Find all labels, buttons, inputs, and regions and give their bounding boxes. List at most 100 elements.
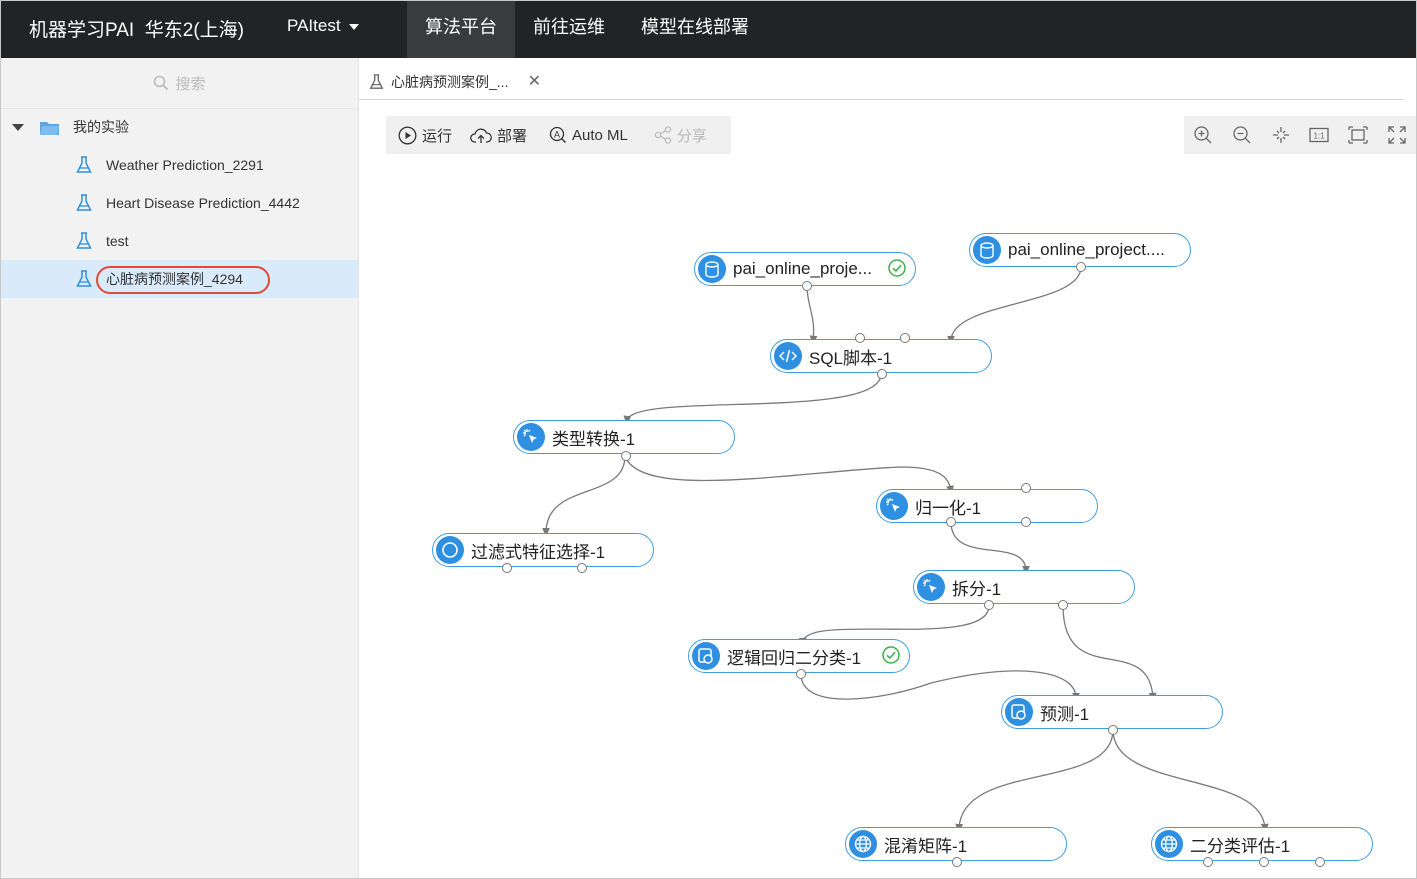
experiment-toolbar: 运行 部署 A Auto ML 分享 xyxy=(386,116,731,154)
fullscreen-icon xyxy=(1388,126,1406,144)
share-icon xyxy=(654,126,672,144)
node-label: pai_online_project.... xyxy=(1008,240,1165,259)
output-port[interactable] xyxy=(1259,857,1269,867)
edge xyxy=(624,455,954,495)
search-box[interactable]: 搜索 xyxy=(1,58,358,109)
experiment-label: Heart Disease Prediction_4442 xyxy=(106,195,300,211)
output-port[interactable] xyxy=(946,517,956,527)
click-icon xyxy=(517,423,545,451)
zoom-out-icon xyxy=(1233,126,1251,144)
output-port[interactable] xyxy=(1076,262,1086,272)
success-check-icon xyxy=(888,259,906,277)
experiment-item[interactable]: test xyxy=(1,222,358,260)
fit-center-icon xyxy=(1272,127,1289,143)
workflow-node-binary-evaluation[interactable]: 二分类评估-1 xyxy=(1151,827,1373,861)
workflow-node-logistic-regression[interactable]: 逻辑回归二分类-1 xyxy=(688,639,910,673)
database-icon xyxy=(973,236,1001,264)
edge xyxy=(542,455,626,537)
fit-screen-button[interactable] xyxy=(1339,116,1378,154)
node-label: 归一化-1 xyxy=(915,498,982,518)
output-port[interactable] xyxy=(1315,857,1325,867)
flask-icon xyxy=(76,270,92,287)
output-port[interactable] xyxy=(1021,517,1031,527)
output-port[interactable] xyxy=(1058,600,1068,610)
red-highlight-circle xyxy=(96,266,270,294)
output-port[interactable] xyxy=(1108,725,1118,735)
code-icon xyxy=(774,342,802,370)
output-port[interactable] xyxy=(952,857,962,867)
input-port[interactable] xyxy=(855,333,865,343)
edge xyxy=(1062,604,1157,702)
edge xyxy=(1112,729,1269,833)
project-name: PAItest xyxy=(287,16,341,35)
edge xyxy=(947,266,1082,345)
zoom-in-button[interactable] xyxy=(1184,116,1223,154)
actual-size-button[interactable]: 1:1 xyxy=(1300,116,1339,154)
workflow-node-split[interactable]: 拆分-1 xyxy=(913,570,1135,604)
tab-label: 心脏病预测案例_... xyxy=(391,74,509,90)
expand-triangle-icon[interactable] xyxy=(12,123,24,131)
input-port[interactable] xyxy=(1021,483,1031,493)
experiment-label: 心脏病预测案例_4294 xyxy=(106,271,243,287)
nav-operations[interactable]: 前往运维 xyxy=(533,17,605,37)
output-port[interactable] xyxy=(796,669,806,679)
nav-model-deploy[interactable]: 模型在线部署 xyxy=(641,17,749,37)
deploy-button[interactable]: 部署 xyxy=(470,125,527,146)
flask-icon xyxy=(76,156,92,173)
workflow-node-predict[interactable]: 预测-1 xyxy=(1001,695,1223,729)
node-label: pai_online_proje... xyxy=(733,259,872,278)
fit-center-button[interactable] xyxy=(1261,116,1300,154)
tab-bar: 心脏病预测案例_... ✕ xyxy=(359,58,1416,102)
workflow-node-filter-feature-selection[interactable]: 过滤式特征选择-1 xyxy=(432,533,654,567)
output-port[interactable] xyxy=(577,563,587,573)
node-label: 混淆矩阵-1 xyxy=(884,836,968,856)
node-label: 拆分-1 xyxy=(952,579,1002,599)
close-icon[interactable]: ✕ xyxy=(527,73,541,90)
output-port[interactable] xyxy=(802,281,812,291)
database-icon xyxy=(698,255,726,283)
share-button[interactable]: 分享 xyxy=(654,125,707,146)
flask-icon xyxy=(76,232,92,249)
zoom-in-icon xyxy=(1194,126,1212,144)
automl-icon: A xyxy=(549,126,567,144)
output-port[interactable] xyxy=(1203,857,1213,867)
main-nav: 算法平台 前往运维 模型在线部署 xyxy=(407,1,767,58)
node-label: 过滤式特征选择-1 xyxy=(471,542,606,562)
workflow-node-type-cast[interactable]: 类型转换-1 xyxy=(513,420,735,454)
nav-algorithm-platform[interactable]: 算法平台 xyxy=(407,1,515,58)
automl-button[interactable]: A Auto ML xyxy=(549,126,628,144)
folder-icon xyxy=(40,121,59,135)
tab-experiment[interactable]: 心脏病预测案例_... ✕ xyxy=(359,64,559,102)
experiment-item-selected[interactable]: 心脏病预测案例_4294 xyxy=(1,260,358,298)
caret-down-icon xyxy=(348,24,359,30)
fullscreen-button[interactable] xyxy=(1377,116,1416,154)
experiment-item[interactable]: Heart Disease Prediction_4442 xyxy=(1,184,358,222)
output-port[interactable] xyxy=(502,563,512,573)
success-check-icon xyxy=(882,646,900,664)
workflow-node-data-source-2[interactable]: pai_online_project.... xyxy=(969,233,1191,267)
workflow-node-confusion-matrix[interactable]: 混淆矩阵-1 xyxy=(845,827,1067,861)
brand-name: 机器学习PAI xyxy=(29,20,135,41)
experiment-label: Weather Prediction_2291 xyxy=(106,157,264,173)
workflow-node-normalize[interactable]: 归一化-1 xyxy=(876,489,1098,523)
edge xyxy=(798,604,990,647)
project-selector[interactable]: PAItest xyxy=(287,16,359,36)
edge xyxy=(950,521,1030,575)
run-button[interactable]: 运行 xyxy=(398,125,452,146)
output-port[interactable] xyxy=(877,369,887,379)
output-port[interactable] xyxy=(621,451,631,461)
search-icon xyxy=(154,75,169,91)
cloud-upload-icon xyxy=(470,128,492,143)
tree-folder-my-experiments[interactable]: 我的实验 xyxy=(1,108,358,146)
experiment-sidebar: 搜索 我的实验 Weather Prediction_2291 Heart Di… xyxy=(1,58,359,878)
experiment-item[interactable]: Weather Prediction_2291 xyxy=(1,146,358,184)
experiment-label: test xyxy=(106,233,129,249)
input-port[interactable] xyxy=(900,333,910,343)
zoom-out-button[interactable] xyxy=(1223,116,1262,154)
tab-divider xyxy=(359,99,1404,100)
output-port[interactable] xyxy=(984,600,994,610)
circle-icon xyxy=(436,536,464,564)
node-label: 类型转换-1 xyxy=(552,429,636,449)
deploy-label: 部署 xyxy=(497,127,528,145)
workflow-node-sql-script[interactable]: SQL脚本-1 xyxy=(770,339,992,373)
